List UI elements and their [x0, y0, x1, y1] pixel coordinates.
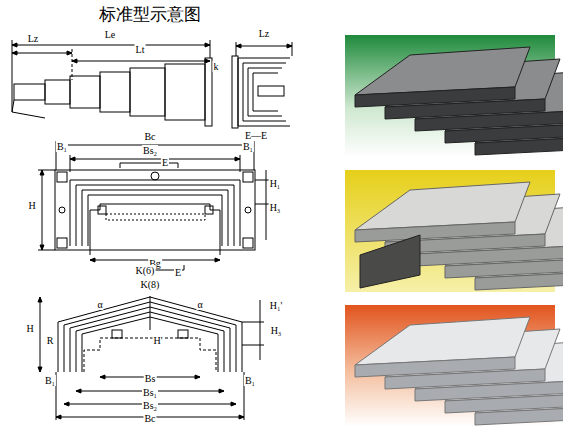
dimension-label: α: [196, 299, 203, 310]
dimension-label: R: [46, 335, 55, 346]
dimension-label: Le: [104, 29, 117, 40]
dimension-label: H₃: [269, 202, 282, 213]
dimension-label: k: [213, 61, 220, 72]
dimension-label: B₁: [44, 375, 56, 386]
dimension-label: K(6): [135, 265, 156, 276]
dimension-label: E—E: [244, 130, 268, 141]
dimension-label: Lz: [258, 28, 271, 39]
dimension-label: K(8): [140, 279, 161, 290]
cover-slab: [355, 87, 515, 107]
dimension-label: Bs₂: [142, 400, 158, 411]
dimension-label: H: [27, 200, 36, 211]
dimension-label: Bs₁: [142, 387, 158, 398]
dimension-label: Lt: [135, 44, 146, 55]
roof-section: [38, 296, 264, 420]
dimension-label: H₁: [269, 178, 282, 189]
dimension-label: B₁: [244, 375, 256, 386]
dimension-label: Bc: [143, 131, 156, 142]
dimension-label: Lz: [27, 33, 40, 44]
cover-slab: [355, 357, 515, 377]
dimension-label: B₁: [56, 141, 68, 152]
dimension-label: B₁: [242, 141, 254, 152]
dimension-label: H₃: [270, 325, 283, 336]
dimension-label: H: [25, 323, 34, 334]
dimension-label: H': [152, 335, 163, 346]
cover-slab: [360, 235, 420, 288]
dimension-label: H₁': [269, 300, 284, 311]
dimension-label: α: [96, 299, 103, 310]
dimension-label: E: [174, 267, 182, 278]
top-view: [12, 40, 292, 128]
title: 标准型示意图: [99, 4, 201, 24]
cover-slab: [355, 222, 515, 242]
dimension-label: Bs: [144, 373, 157, 384]
dimension-label: Bc: [143, 413, 156, 424]
section-e-e: [38, 141, 270, 270]
dimension-label: Bs₂: [142, 145, 158, 156]
dimension-label: E: [161, 157, 169, 168]
